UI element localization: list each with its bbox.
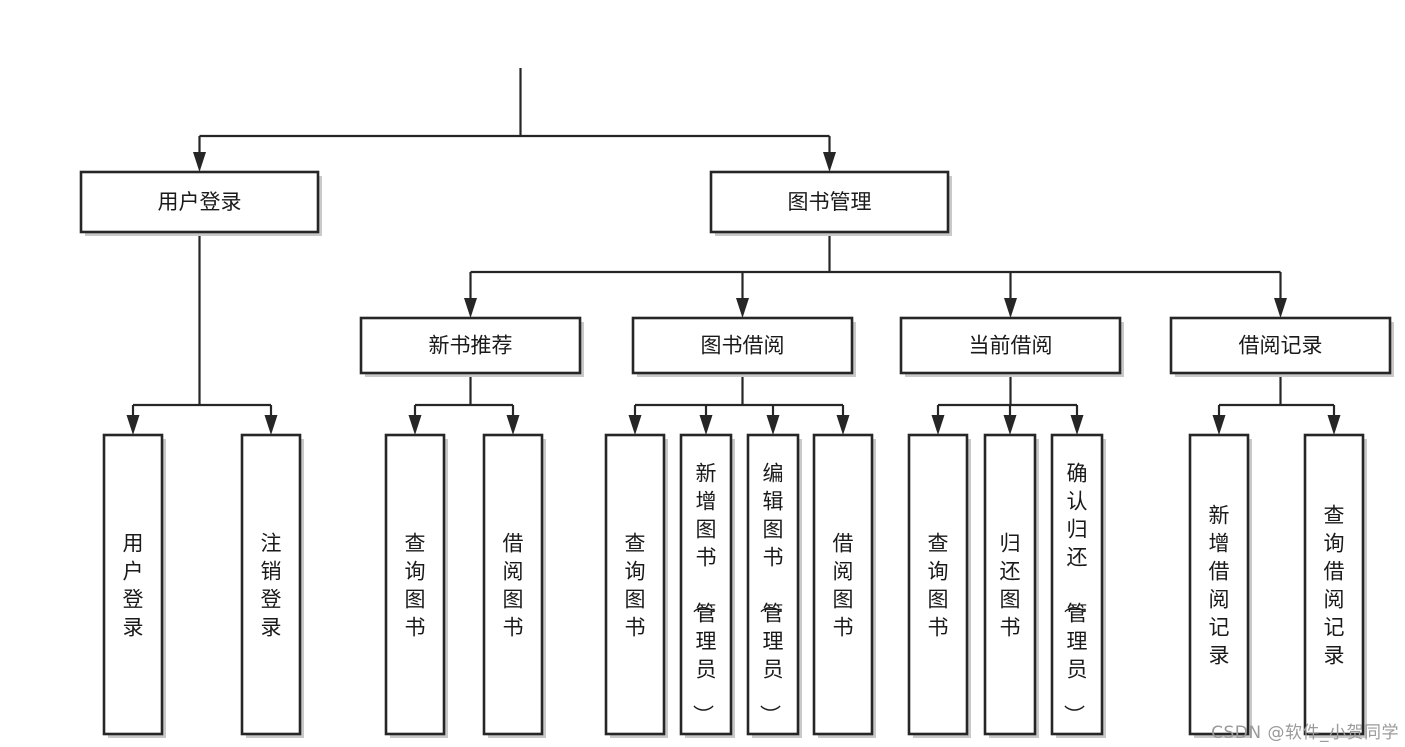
node-user-login[interactable]: 用户登录: [79, 170, 322, 236]
node-label: 查询图书: [625, 531, 646, 639]
arrowhead-icon: [193, 152, 206, 172]
node-label: 借阅图书: [833, 531, 854, 639]
node-leaf-add-borrow-record[interactable]: 新增借阅记录: [1188, 433, 1252, 738]
arrowhead-icon: [1212, 415, 1226, 435]
arrowhead-icon: [699, 415, 713, 435]
arrowhead-icon: [408, 415, 422, 435]
node-label: 图书管理: [788, 190, 872, 214]
arrowhead-icon: [736, 298, 749, 318]
node-leaf-query-book-rec[interactable]: 查询图书: [384, 433, 448, 738]
node-label: 图书借阅: [701, 334, 785, 358]
arrowhead-icon: [126, 415, 140, 435]
node-leaf-query-book-cur[interactable]: 查询图书: [907, 433, 971, 738]
node-leaf-borrow-book-rec[interactable]: 借阅图书: [482, 433, 546, 738]
arrowhead-icon: [506, 415, 520, 435]
nodes-layer: 用户登录图书管理新书推荐图书借阅当前借阅借阅记录用户登录注销登录查询图书借阅图书…: [79, 170, 1394, 738]
watermark-text: CSDN @软件_小贺同学: [1211, 723, 1399, 743]
node-label: 借阅记录: [1239, 334, 1323, 358]
node-label: 注销登录: [261, 531, 282, 639]
arrowhead-icon: [766, 415, 780, 435]
node-label: 用户登录: [123, 531, 144, 639]
node-leaf-edit-book-admin[interactable]: 编辑图书（管理员）: [746, 433, 802, 738]
node-label: 新书推荐: [429, 334, 513, 358]
node-leaf-query-book-borrow[interactable]: 查询图书: [604, 433, 668, 738]
node-leaf-borrow-book[interactable]: 借阅图书: [812, 433, 876, 738]
arrowhead-icon: [836, 415, 850, 435]
node-label: 用户登录: [158, 190, 242, 214]
node-label: 编辑图书（管理员）: [758, 461, 784, 725]
arrowhead-icon: [1003, 415, 1017, 435]
node-leaf-add-book-admin[interactable]: 新增图书（管理员）: [679, 433, 735, 738]
arrowhead-icon: [823, 152, 836, 172]
node-label: 当前借阅: [969, 334, 1053, 358]
arrowhead-icon: [1004, 298, 1017, 318]
node-label: 查询借阅记录: [1324, 503, 1345, 667]
node-leaf-logout-login[interactable]: 注销登录: [240, 433, 304, 738]
node-book-manage[interactable]: 图书管理: [709, 170, 952, 236]
arrowhead-icon: [264, 415, 278, 435]
node-label: 查询图书: [405, 531, 426, 639]
node-label: 查询图书: [928, 531, 949, 639]
node-label: 新增图书（管理员）: [691, 461, 717, 725]
arrowhead-icon: [464, 298, 477, 318]
node-borrow-record[interactable]: 借阅记录: [1169, 316, 1394, 377]
arrowhead-icon: [628, 415, 642, 435]
node-label: 归还图书: [1000, 531, 1021, 639]
node-new-book-recommend[interactable]: 新书推荐: [359, 316, 584, 377]
node-label: 确认归还（管理员）: [1062, 461, 1088, 725]
arrowhead-icon: [1070, 415, 1084, 435]
node-leaf-user-login[interactable]: 用户登录: [102, 433, 166, 738]
node-label: 新增借阅记录: [1209, 503, 1230, 667]
arrowhead-icon: [1274, 298, 1287, 318]
node-current-borrow[interactable]: 当前借阅: [899, 316, 1124, 377]
edges-layer: [126, 68, 1341, 435]
node-label: 借阅图书: [503, 531, 524, 639]
node-leaf-query-borrow-record[interactable]: 查询借阅记录: [1303, 433, 1367, 738]
node-book-borrow[interactable]: 图书借阅: [631, 316, 856, 377]
arrowhead-icon: [931, 415, 945, 435]
node-leaf-confirm-return-admin[interactable]: 确认归还（管理员）: [1050, 433, 1106, 738]
arrowhead-icon: [1327, 415, 1341, 435]
node-leaf-return-book[interactable]: 归还图书: [983, 433, 1039, 738]
